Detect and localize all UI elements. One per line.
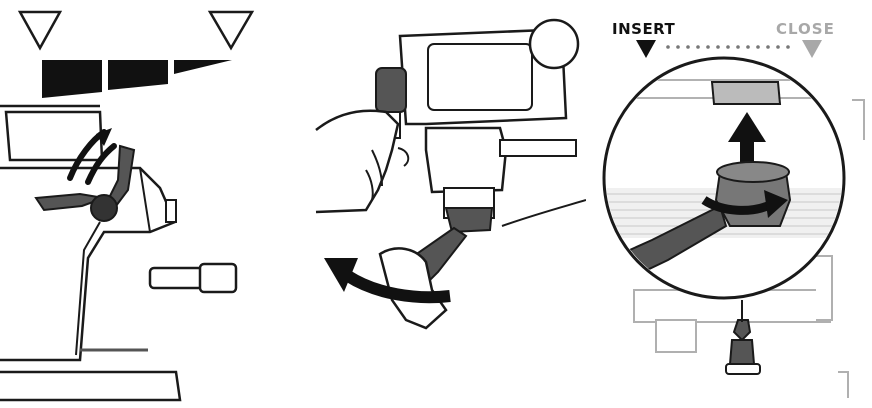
hopper-top: [4, 110, 104, 162]
panel-attach-drawing: [315, 18, 586, 330]
triangle-left-marker: [17, 10, 63, 51]
up-arrow-icon: [740, 142, 754, 164]
close-marker-icon: [802, 40, 822, 58]
hand-top: [315, 109, 400, 214]
zoom-content: [606, 79, 842, 284]
insert-marker-icon: [636, 40, 656, 58]
machine-base: [0, 370, 182, 402]
lock-rotate-arrow-icon: [701, 196, 775, 215]
dotted-track: [666, 45, 790, 49]
hand-bottom: [378, 247, 448, 330]
scale-wedge-1: [42, 60, 102, 98]
panel-lock-portafilter: INSERT CLOSE: [592, 0, 872, 408]
close-label: CLOSE: [776, 20, 835, 38]
insert-label: INSERT: [612, 20, 676, 38]
panel-attach-portafilter: [296, 0, 586, 408]
portafilter-basket: [444, 207, 494, 234]
rotate-arrow-icon: [344, 270, 451, 304]
scale-wedge-3: [174, 60, 232, 74]
grinder-handle: [148, 266, 208, 290]
scale-wedge-2: [108, 60, 168, 90]
panel-grind-adjust-drawing: [0, 10, 255, 402]
triangle-right-marker: [207, 10, 255, 51]
panel-grind-adjust: [0, 0, 290, 408]
steam-knob: [375, 67, 407, 113]
spout: [732, 319, 752, 342]
group-head: [424, 126, 508, 194]
panel-lock-drawing: INSERT CLOSE: [602, 20, 865, 398]
slider-knob: [90, 194, 118, 222]
